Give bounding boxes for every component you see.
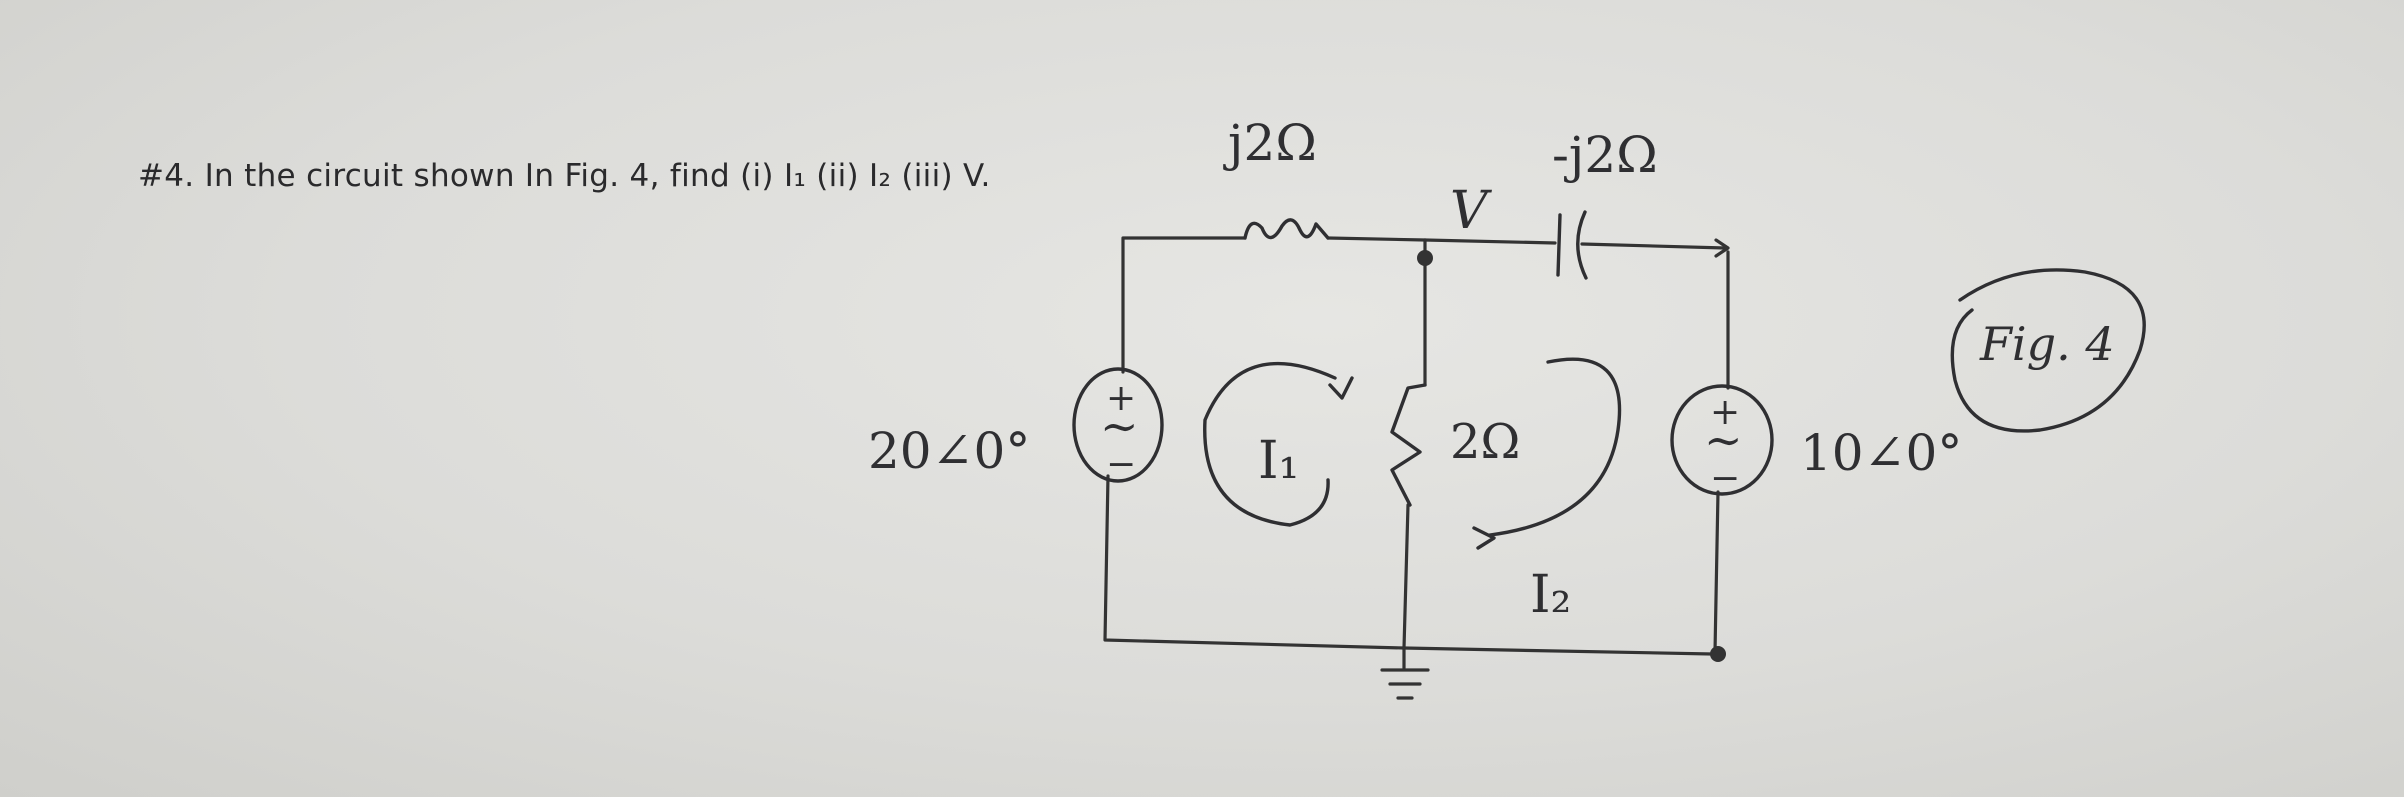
mesh1-label: I₁: [1258, 431, 1299, 491]
right-source-ac-symbol: ∼: [1704, 413, 1743, 467]
capacitor-label: -j2Ω: [1552, 126, 1658, 184]
mesh2-label: I₂: [1530, 565, 1571, 625]
mesh-current-2: I₂: [1472, 357, 1622, 625]
ground-symbol: [1380, 646, 1430, 700]
left-source-label: 20∠0°: [868, 422, 1030, 480]
wire-inductor-node: [1326, 236, 1427, 242]
left-source-minus: −: [1106, 444, 1136, 485]
wire-right-bottom: [1713, 490, 1720, 654]
right-ac-source: + ∼ − 10∠0°: [1670, 384, 1962, 499]
wire-left-top: [1121, 236, 1247, 374]
node-bottom-right-dot: [1710, 646, 1726, 662]
right-source-minus: −: [1710, 458, 1740, 499]
figure-label-text: Fig. 4: [1979, 317, 2115, 371]
inductor-label: j2Ω: [1223, 114, 1317, 172]
inductor: j2Ω: [1223, 114, 1330, 240]
left-ac-source: + ∼ − 20∠0°: [868, 367, 1164, 485]
wire-node-capacitor: [1423, 238, 1557, 245]
resistor-label: 2Ω: [1450, 414, 1520, 470]
right-source-plus: +: [1710, 392, 1740, 433]
right-source-label: 10∠0°: [1800, 424, 1962, 482]
wire-bottom-right: [1402, 646, 1714, 656]
figure-label: Fig. 4: [1950, 268, 2146, 433]
wire-capacitor-right: [1580, 242, 1727, 250]
capacitor: -j2Ω: [1552, 126, 1658, 280]
wire-left-bottom: [1103, 474, 1406, 650]
resistor: 2Ω: [1390, 383, 1520, 507]
arrow-top-right: [1714, 238, 1730, 258]
mesh-current-1: I₁: [1203, 361, 1354, 527]
wire-middle-bottom: [1402, 503, 1410, 650]
problem-statement: #4. In the circuit shown In Fig. 4, find…: [138, 158, 991, 194]
left-source-ac-symbol: ∼: [1100, 399, 1139, 453]
left-source-plus: +: [1106, 378, 1136, 419]
node-v-dot: [1417, 250, 1433, 266]
node-v-label: V: [1450, 181, 1492, 241]
